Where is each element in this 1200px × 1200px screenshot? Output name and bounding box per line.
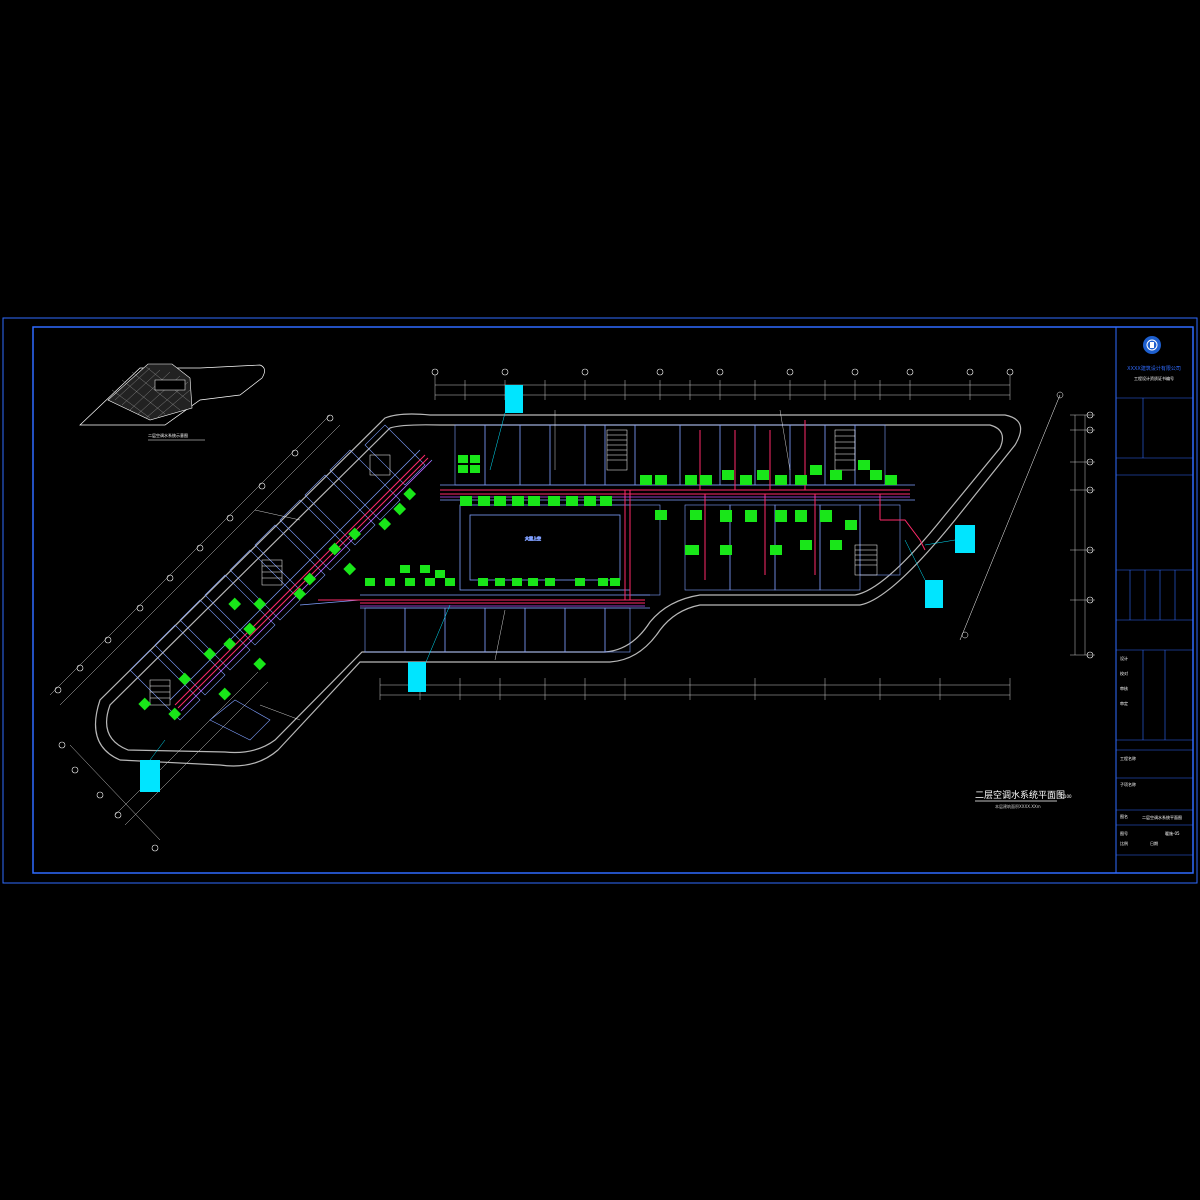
annotation-tags	[140, 385, 975, 792]
field-approve: 审定	[1120, 700, 1128, 706]
hall-label: 大堂上空	[525, 535, 541, 541]
dimension-grid-bottom	[379, 678, 1011, 700]
field-design: 设计	[1120, 655, 1128, 661]
field-project: 工程名称	[1120, 755, 1136, 761]
dimension-grid-diagonal	[49, 414, 341, 841]
field-subitem: 子项名称	[1120, 781, 1136, 787]
title-block-fields: 工程名称 子项名称 图名 设计 校对 审核 审定 图号 比例 日期 二层空调水系…	[1120, 655, 1182, 846]
field-check: 校对	[1120, 670, 1128, 676]
field-scale: 比例	[1120, 840, 1128, 846]
field-date: 日期	[1150, 840, 1158, 846]
sheet-no-value: 暖施-05	[1165, 830, 1180, 836]
grid-bubbles-right	[1086, 411, 1094, 659]
building-outline	[94, 413, 1022, 767]
company-name: XXXX建筑设计有限公司	[1127, 365, 1181, 372]
field-drawing-name: 图名	[1120, 813, 1128, 819]
stairs	[149, 429, 878, 706]
title-block: XXXX建筑设计有限公司 工程设计资质证书编号 工程名称 子项名称	[1115, 326, 1194, 874]
drawing-name-value: 二层空调水系统平面图	[1142, 814, 1182, 820]
cert-text: 工程设计资质证书编号	[1134, 375, 1174, 381]
dimension-grid-top	[434, 375, 1011, 400]
drawing-title-group: 二层空调水系统平面图 1:100 本层建筑面积XXXX.XXm	[975, 789, 1072, 809]
fan-coil-units	[138, 455, 897, 721]
drawing-scale: 1:100	[1060, 794, 1072, 799]
key-plan-title: 二层空调水系统示意图	[148, 432, 188, 438]
drawing-subtitle: 本层建筑面积XXXX.XXm	[995, 803, 1041, 809]
chilled-water-pipes	[174, 420, 926, 709]
field-sheet-no: 图号	[1120, 830, 1128, 836]
section-line	[959, 391, 1064, 641]
company-logo-icon	[1143, 336, 1161, 354]
dimension-grid-right	[1070, 414, 1095, 656]
key-plan: 二层空调水系统示意图	[79, 363, 265, 441]
drawing-title: 二层空调水系统平面图	[975, 789, 1065, 801]
grid-bubbles-diagonal	[54, 414, 334, 852]
field-review: 审核	[1120, 685, 1128, 691]
grid-bubbles-top	[431, 368, 1014, 376]
